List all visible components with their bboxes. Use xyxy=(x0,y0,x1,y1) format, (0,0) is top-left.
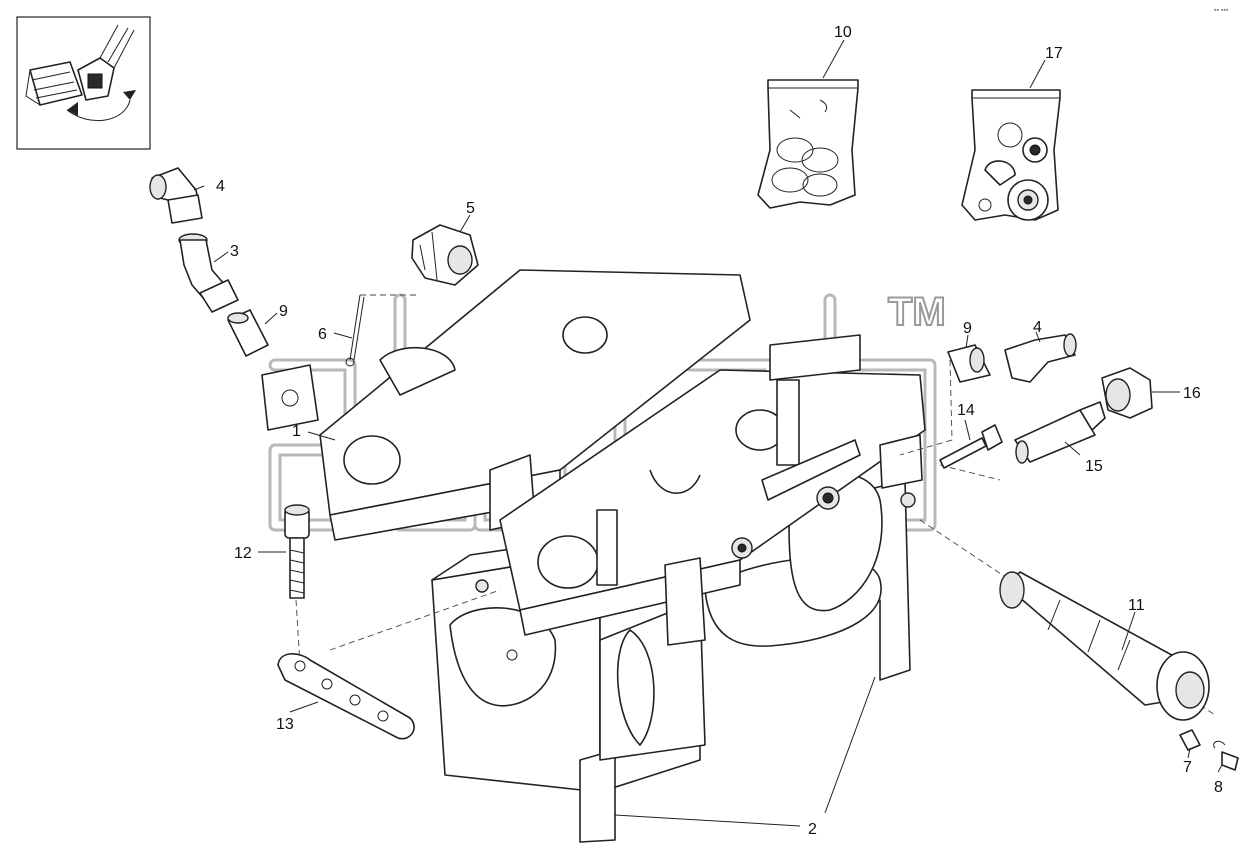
trademark-symbol: TM xyxy=(888,290,946,334)
socket-cap-screw xyxy=(284,504,310,599)
label-8: 8 xyxy=(1214,779,1223,796)
hex-bolt xyxy=(939,424,1003,469)
leader-lines xyxy=(193,39,1223,827)
label-17: 17 xyxy=(1045,45,1063,62)
label-12: 12 xyxy=(234,545,252,562)
label-16: 16 xyxy=(1183,385,1201,402)
locator-inset xyxy=(16,16,151,150)
label-7: 7 xyxy=(1183,759,1192,776)
label-9-right: 9 xyxy=(963,320,972,337)
label-4-right: 4 xyxy=(1033,319,1042,336)
part-labels: 1 2 3 4 5 6 7 8 9 9 10 11 12 13 14 4 15 … xyxy=(216,24,1223,838)
elbow-fitting-right xyxy=(1004,333,1077,383)
label-6: 6 xyxy=(318,326,327,343)
label-1: 1 xyxy=(292,423,301,440)
label-14: 14 xyxy=(957,402,975,419)
adapter-fitting xyxy=(178,233,239,313)
protective-cap xyxy=(1213,740,1239,771)
label-10: 10 xyxy=(834,24,852,41)
elbow-fitting-left xyxy=(149,167,203,224)
cover-plate xyxy=(261,364,319,431)
seal-kit-bag-o-rings xyxy=(757,79,859,209)
label-4-left: 4 xyxy=(216,178,225,195)
check-valve xyxy=(1014,401,1106,464)
label-5: 5 xyxy=(466,200,475,217)
label-2: 2 xyxy=(808,821,817,838)
label-9-left: 9 xyxy=(279,303,288,320)
seal-kit-bag-bearings xyxy=(961,89,1061,221)
split-pin xyxy=(345,294,365,367)
locking-plate xyxy=(277,653,415,740)
union-fitting-left xyxy=(227,309,269,357)
label-15: 15 xyxy=(1085,458,1103,475)
label-11: 11 xyxy=(1128,597,1145,614)
assembly-lines xyxy=(295,294,1216,716)
corner-mark: ▪▪ ▪▪▪ xyxy=(1214,7,1229,14)
grease-nipple xyxy=(1179,729,1201,751)
label-3: 3 xyxy=(230,243,239,260)
union-fitting-right xyxy=(947,344,991,383)
castle-nut xyxy=(411,224,479,286)
label-13: 13 xyxy=(276,716,294,733)
pivot-shaft xyxy=(999,571,1210,721)
hex-plug xyxy=(1101,367,1153,419)
upper-bracket xyxy=(319,269,926,646)
